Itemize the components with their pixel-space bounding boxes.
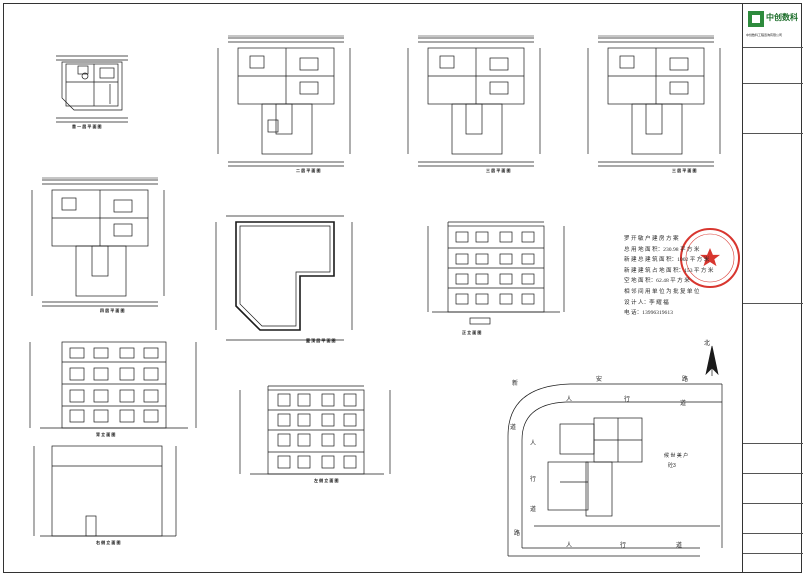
north-label: 北 [704, 341, 711, 347]
label-plan-4f: 四 层 平 面 图 [100, 308, 125, 313]
company-seal [680, 228, 740, 288]
road-char: 路 [514, 531, 521, 537]
label-plan-3f: 三 层 平 面 图 [486, 168, 511, 173]
road-char: 安 [596, 377, 603, 383]
note-line: 相 邻 间 用 单 位 为 批 复 单 位 [624, 288, 700, 295]
label-roof: 屋 顶 层 平 面 图 [306, 338, 336, 343]
plan-4f [31, 179, 165, 307]
logo-mark-icon [748, 11, 764, 27]
label-elev-front: 正 立 面 图 [462, 330, 482, 335]
label-plan-2f: 二 层 平 面 图 [296, 168, 321, 173]
note-line: 新 建 建 筑 占 地 面 积：153 平 方 米 [624, 267, 714, 274]
parcel-sub: 砼3 [668, 463, 676, 469]
road-char: 行 [624, 397, 631, 403]
note-line: 空 地 面 积：62.48 平 方 米 [624, 278, 690, 285]
elevation-back [239, 385, 391, 475]
label-elev-back: 背 立 面 图 [96, 432, 116, 437]
road-char: 人 [530, 441, 537, 447]
elevation-front [29, 341, 197, 429]
title-block: 中创数科 中创数科工程咨询有限公司 [742, 3, 803, 573]
company-brand: 中创数科 [766, 13, 798, 22]
plan-1f-small [56, 55, 128, 123]
note-line: 总 用 地 面 积：230.98 平 方 米 [624, 246, 700, 253]
elevation-side [33, 445, 177, 537]
company-full-name: 中创数科工程咨询有限公司 [746, 33, 783, 37]
road-char: 道 [676, 543, 683, 549]
road-char: 路 [682, 377, 689, 383]
label-elev-right: 右 侧 立 面 图 [96, 540, 121, 545]
plan-3f [407, 37, 541, 167]
parcel-label: 候 世 美 户 [664, 453, 689, 459]
plan-2f [217, 37, 351, 167]
company-logo: 中创数科 [746, 9, 800, 31]
note-line: 罗 开 敏 户 建 房 方 案 [624, 236, 679, 242]
elevation-right-top [427, 221, 565, 325]
road-char: 人 [566, 543, 573, 549]
label-plan-3f-alt: 三 层 平 面 图 [672, 168, 697, 173]
note-line: 电 话：13996319613 [624, 310, 673, 317]
road-char: 道 [510, 425, 517, 431]
plan-3f-alt [587, 37, 721, 167]
project-note: 罗 开 敏 户 建 房 方 案 总 用 地 面 积：230.98 平 方 米 新… [624, 234, 744, 319]
roof-plan [215, 215, 353, 341]
road-char: 行 [530, 477, 537, 483]
road-char: 人 [566, 397, 573, 403]
road-char: 行 [620, 543, 627, 549]
road-char: 道 [680, 401, 687, 407]
road-char: 新 [512, 381, 519, 387]
note-line: 新 建 总 建 筑 面 积：1002 平 方 米 [624, 257, 710, 264]
note-line: 设 计 人：李 耀 福 [624, 299, 669, 306]
label-elev-left: 左 侧 立 面 图 [314, 478, 339, 483]
road-char: 道 [530, 507, 537, 513]
site-plan [507, 345, 723, 557]
drawing-frame [3, 3, 802, 573]
label-plan-1f: 首 一 层 平 面 图 [72, 124, 102, 129]
